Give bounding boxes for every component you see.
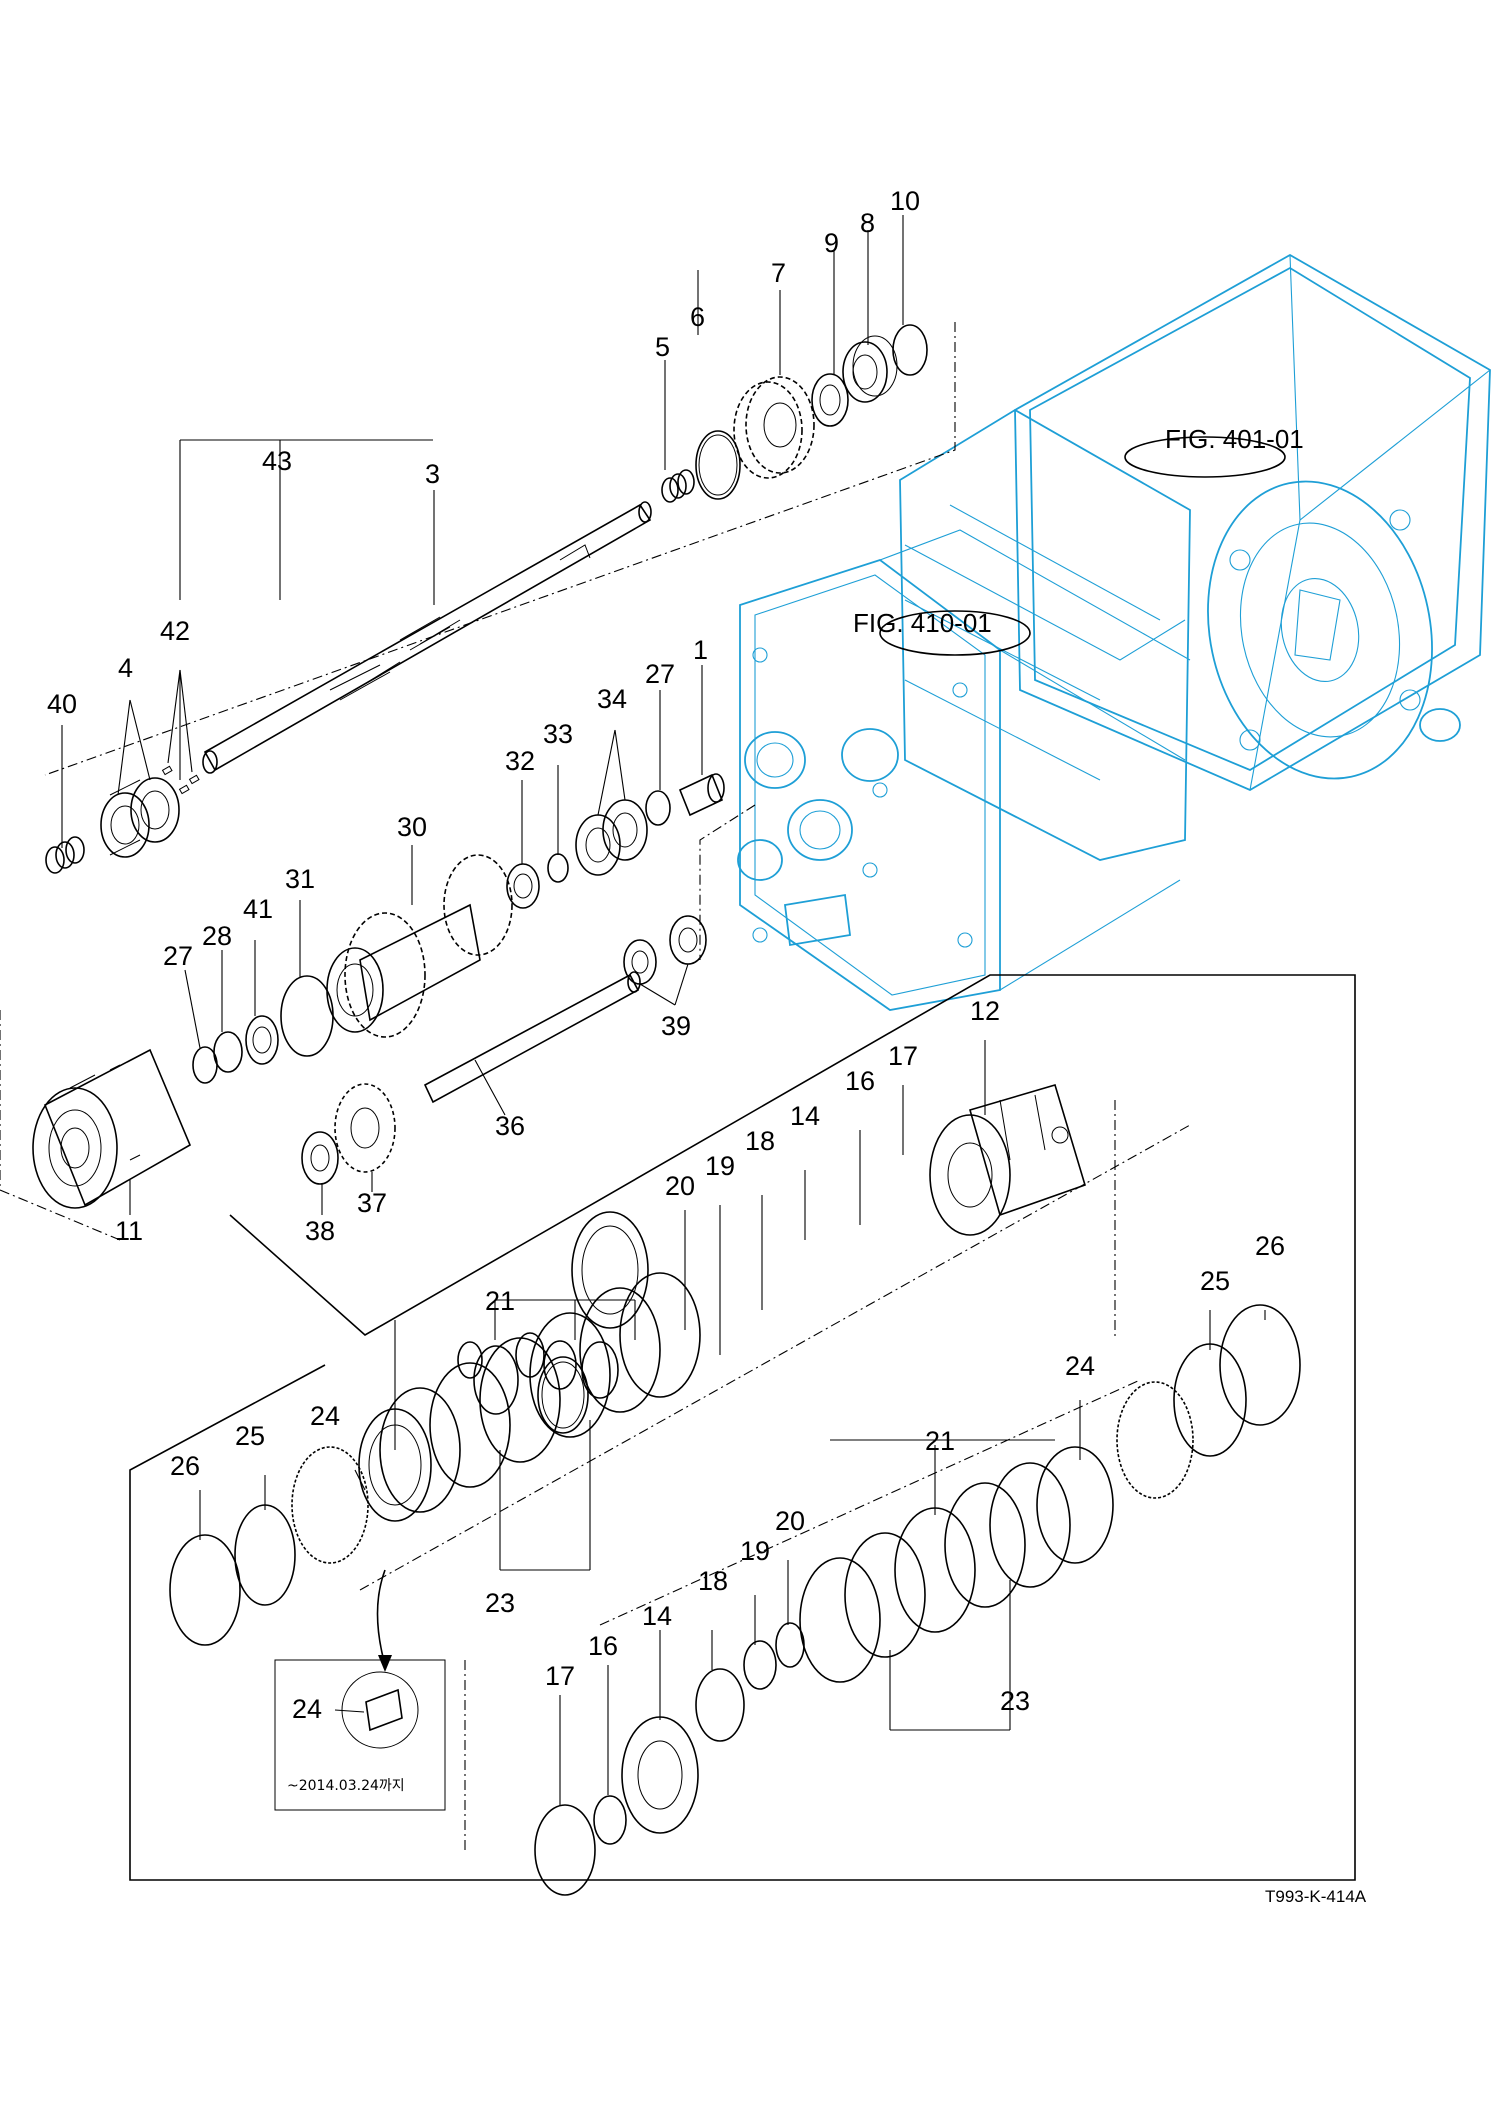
callout-4[interactable]: 4 [118,653,133,683]
callout-43[interactable]: 43 [262,446,292,476]
callout-10[interactable]: 10 [890,186,920,216]
callout-8[interactable]: 8 [860,208,875,238]
gear-cluster-part-30[interactable] [326,854,513,1038]
callout-21-lower[interactable]: 21 [925,1426,955,1456]
callout-24-left[interactable]: 24 [310,1401,340,1431]
fig-ref-410-01[interactable]: FIG. 410-01 [853,608,1031,656]
callout-26-left[interactable]: 26 [170,1451,200,1481]
clutch-drum-part-11[interactable] [32,1048,192,1209]
centerline-counter-shaft [699,804,756,960]
callout-39[interactable]: 39 [661,1011,691,1041]
callout-20-lower[interactable]: 20 [775,1506,805,1536]
callout-40[interactable]: 40 [47,689,77,719]
callout-6[interactable]: 6 [690,302,705,332]
clutch-pack-lower[interactable] [534,1304,1301,1896]
callout-21-upper[interactable]: 21 [485,1286,515,1316]
centerline-output-shaft [44,322,956,776]
bearing-part-39[interactable] [623,915,707,985]
callout-7[interactable]: 7 [771,258,786,288]
fig-ref-401-01[interactable]: FIG. 401-01 [1124,424,1304,478]
callout-23-lower[interactable]: 23 [1000,1686,1030,1716]
svg-text:FIG. 401-01: FIG. 401-01 [1165,424,1304,454]
spring-part-5[interactable] [661,469,695,503]
callout-19-upper[interactable]: 19 [705,1151,735,1181]
ring-part-28[interactable] [213,1031,243,1073]
sleeve-part-1[interactable] [678,773,725,817]
callout-17-upper[interactable]: 17 [888,1041,918,1071]
centerline-detail-lower-2 [599,1379,1141,1626]
svg-text:FIG. 410-01: FIG. 410-01 [853,608,992,638]
bearing-part-38[interactable] [301,1131,339,1185]
callout-3[interactable]: 3 [425,459,440,489]
callout-37[interactable]: 37 [357,1188,387,1218]
callout-16-upper[interactable]: 16 [845,1066,875,1096]
spring-part-40[interactable] [45,836,85,874]
ring-part-33[interactable] [547,853,569,883]
ring-part-31[interactable] [280,975,334,1057]
clutch-hub-part-12[interactable] [929,1084,1086,1236]
bearing-part-8[interactable] [842,335,898,403]
bearing-part-34[interactable] [575,799,648,876]
snap-ring-part-10[interactable] [892,324,928,376]
callout-36[interactable]: 36 [495,1111,525,1141]
callout-30[interactable]: 30 [397,812,427,842]
callout-16-lower[interactable]: 16 [588,1631,618,1661]
ring-part-6[interactable] [695,430,741,500]
callout-28[interactable]: 28 [202,921,232,951]
callout-18-lower[interactable]: 18 [698,1566,728,1596]
centerline-main-shaft [0,1010,121,1241]
inset-detail-box: ~2014.03.24까지 [274,1569,446,1811]
callout-23-upper[interactable]: 23 [485,1588,515,1618]
callout-5[interactable]: 5 [655,332,670,362]
callout-38[interactable]: 38 [305,1216,335,1246]
callout-26-right[interactable]: 26 [1255,1231,1285,1261]
callout-42[interactable]: 42 [160,616,190,646]
callout-9[interactable]: 9 [824,228,839,258]
pins-part-42[interactable] [161,765,200,795]
callout-24-inset[interactable]: 24 [292,1694,322,1724]
callout-12[interactable]: 12 [970,996,1000,1026]
callout-31[interactable]: 31 [285,864,315,894]
leader-lines-upper [61,215,986,1215]
inset-date-note: ~2014.03.24까지 [287,1778,405,1794]
centerline-detail-upper [359,1124,1191,1591]
ring-part-27-upper[interactable] [645,790,671,826]
callout-25-left[interactable]: 25 [235,1421,265,1451]
leader-lines-detail [199,1085,1266,1805]
callout-25-right[interactable]: 25 [1200,1266,1230,1296]
shaft-part-3[interactable] [202,501,652,774]
callout-19-lower[interactable]: 19 [740,1536,770,1566]
callout-1[interactable]: 1 [693,635,708,665]
bearing-part-41[interactable] [245,1015,279,1065]
gear-part-7[interactable] [733,376,815,479]
callout-18-upper[interactable]: 18 [745,1126,775,1156]
callout-32[interactable]: 32 [505,746,535,776]
callout-labels: 10 8 9 7 6 5 43 3 42 4 40 1 27 34 33 32 … [47,186,1285,1724]
drawing-code: T993-K-414A [1265,1887,1367,1906]
detail-frame [129,974,1356,1881]
callout-27-lower[interactable]: 27 [163,941,193,971]
callout-24-right[interactable]: 24 [1065,1351,1095,1381]
shaft-part-36[interactable] [423,971,641,1104]
ring-part-27-lower[interactable] [192,1046,218,1084]
gear-part-37[interactable] [334,1083,396,1173]
callout-14-lower[interactable]: 14 [642,1601,672,1631]
bearing-part-4[interactable] [100,777,180,858]
callout-17-lower[interactable]: 17 [545,1661,575,1691]
callout-11[interactable]: 11 [115,1216,143,1246]
transmission-housing [737,253,1491,1011]
callout-41[interactable]: 41 [243,894,273,924]
callout-34[interactable]: 34 [597,684,627,714]
bearing-part-9[interactable] [811,373,849,427]
bearing-part-32[interactable] [506,863,540,909]
callout-27-upper[interactable]: 27 [645,659,675,689]
callout-33[interactable]: 33 [543,719,573,749]
callout-14-upper[interactable]: 14 [790,1101,820,1131]
callout-20-upper[interactable]: 20 [665,1171,695,1201]
